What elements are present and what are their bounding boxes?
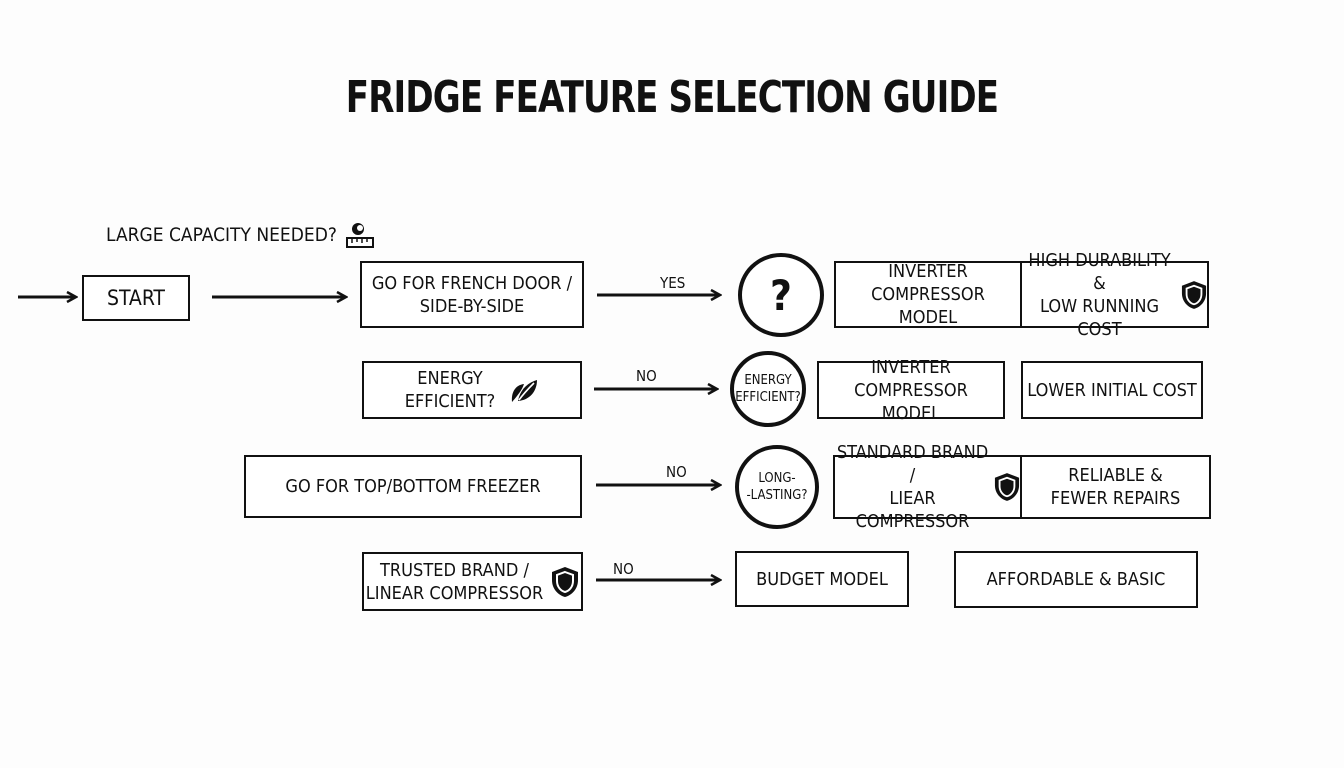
- edge-label-no: NO: [666, 463, 687, 481]
- decision-circle-energy: ENERGY EFFICIENT?: [730, 351, 806, 427]
- decision-circle-question: ?: [738, 253, 824, 337]
- top-bottom-freezer-label: GO FOR TOP/BOTTOM FREEZER: [285, 476, 541, 497]
- shield-icon: [551, 566, 579, 598]
- top-bottom-freezer-node: GO FOR TOP/BOTTOM FREEZER: [244, 455, 582, 518]
- row2-benefit-label: LOWER INITIAL COST: [1027, 379, 1197, 401]
- row2-model-node: INVERTER COMPRESSOR MODEL: [817, 357, 1005, 424]
- decision-question-mark: ?: [770, 270, 792, 320]
- row4-model-node: BUDGET MODEL: [735, 551, 909, 607]
- decision-long-lasting-label: LONG- -LASTING?: [746, 471, 808, 503]
- row1-benefit-cell: HIGH DURABILITY & LOW RUNNING COST: [1020, 250, 1207, 340]
- shield-icon: [994, 472, 1020, 502]
- start-label: START: [107, 285, 165, 310]
- capacity-question-label: LARGE CAPACITY NEEDED?: [106, 224, 337, 246]
- row2-model-label: INVERTER COMPRESSOR MODEL: [854, 356, 968, 424]
- row2-benefit-node: LOWER INITIAL COST: [1021, 361, 1203, 419]
- trusted-brand-label: TRUSTED BRAND / LINEAR COMPRESSOR: [365, 559, 544, 604]
- energy-question-node: ENERGY EFFICIENT?: [362, 361, 582, 419]
- page-title: FRIDGE FEATURE SELECTION GUIDE: [345, 72, 999, 123]
- french-door-label: GO FOR FRENCH DOOR / SIDE-BY-SIDE: [371, 272, 573, 317]
- edge-label-no: NO: [613, 560, 634, 578]
- french-door-node: GO FOR FRENCH DOOR / SIDE-BY-SIDE: [360, 261, 584, 328]
- edge-label-yes: YES: [660, 274, 686, 292]
- edge-label-no: NO: [636, 367, 657, 385]
- row1-benefit-label: HIGH DURABILITY & LOW RUNNING COST: [1028, 249, 1171, 340]
- row4-model-label: BUDGET MODEL: [756, 568, 888, 590]
- row1-model-cell: INVERTER COMPRESSOR MODEL: [836, 261, 1020, 328]
- shield-icon: [1181, 280, 1207, 310]
- row3-model-cell: STANDARD BRAND / LIEAR COMPRESSOR: [835, 442, 1020, 532]
- row1-model-label: INVERTER COMPRESSOR MODEL: [871, 261, 985, 328]
- decision-energy-label: ENERGY EFFICIENT?: [735, 373, 801, 405]
- start-node: START: [82, 275, 190, 321]
- row1-outcome: INVERTER COMPRESSOR MODEL HIGH DURABILIT…: [834, 250, 1209, 340]
- decision-circle-long-lasting: LONG- -LASTING?: [735, 445, 819, 529]
- row3-benefit-label: RELIABLE & FEWER REPAIRS: [1050, 465, 1181, 509]
- trusted-brand-node: TRUSTED BRAND / LINEAR COMPRESSOR: [362, 552, 583, 611]
- leaf-icon: [509, 375, 539, 405]
- row3-benefit-cell: RELIABLE & FEWER REPAIRS: [1020, 457, 1209, 517]
- row4-benefit-label: AFFORDABLE & BASIC: [986, 569, 1166, 590]
- ruler-scale-icon: [345, 222, 375, 250]
- row4-benefit-node: AFFORDABLE & BASIC: [954, 551, 1198, 608]
- row3-model-label: STANDARD BRAND / LIEAR COMPRESSOR: [836, 442, 989, 532]
- energy-question-label: ENERGY EFFICIENT?: [404, 368, 496, 412]
- row3-outcome: STANDARD BRAND / LIEAR COMPRESSOR RELIAB…: [833, 442, 1211, 532]
